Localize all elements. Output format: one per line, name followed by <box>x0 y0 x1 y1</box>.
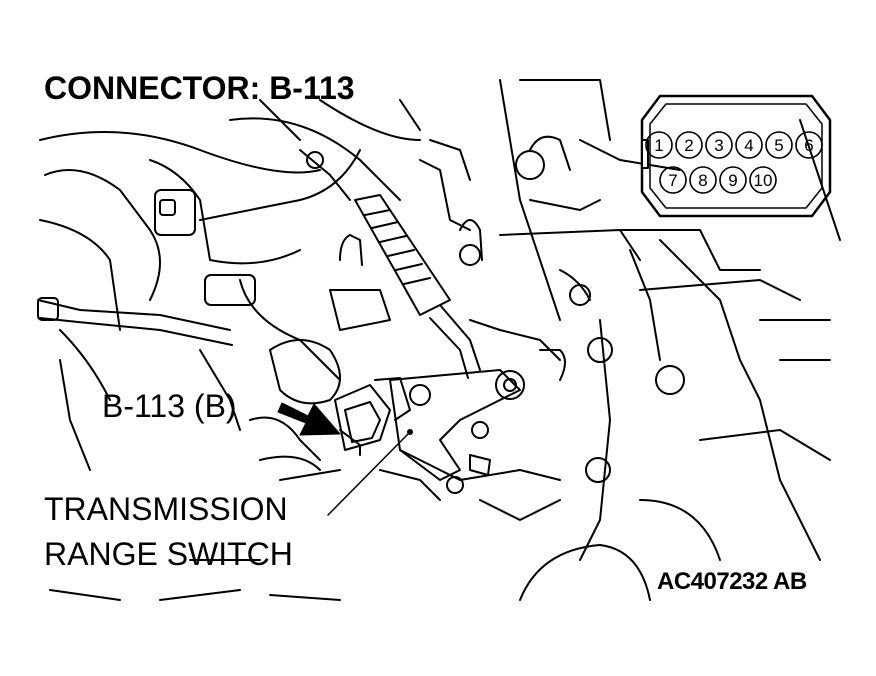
connector-pin-row-top: 1 2 3 4 5 6 <box>645 131 823 159</box>
connector-callout-label: B-113 (B) <box>102 388 237 424</box>
connector-pin-circle <box>795 131 823 159</box>
connector-pin-row-bottom: 7 8 9 10 <box>659 166 777 194</box>
figure-code: AC407232 AB <box>657 568 807 595</box>
connector-pin-circle <box>675 131 703 159</box>
connector-pin-number: 9 <box>728 171 737 190</box>
connector-pin-number: 5 <box>774 136 783 155</box>
connector-pin-number: 7 <box>668 171 677 190</box>
connector-pin-circle <box>659 166 687 194</box>
connector-pin-number: 10 <box>754 171 773 190</box>
range-switch-label-line2: RANGE SWITCH <box>44 536 293 572</box>
connector-pin-circle <box>645 131 673 159</box>
connector-pin-number: 2 <box>684 136 693 155</box>
connector-pin-circle <box>735 131 763 159</box>
connector-pin-number: 8 <box>698 171 707 190</box>
range-switch-lever <box>389 369 525 494</box>
connector-pin-number: 1 <box>654 136 663 155</box>
connector-b113-body <box>334 377 411 456</box>
connector-pin-circle <box>705 131 733 159</box>
leader-line <box>327 431 411 516</box>
connector-pin-circle <box>765 131 793 159</box>
connector-pin-circle <box>689 166 717 194</box>
connector-pin-circle <box>719 166 747 194</box>
shift-cable-boot <box>354 194 481 379</box>
connector-title: CONNECTOR: B-113 <box>44 70 355 106</box>
connector-pin-number: 4 <box>744 136 753 155</box>
engine-linework <box>37 79 841 601</box>
leader-dot <box>407 429 413 435</box>
connector-pin-number: 3 <box>714 136 723 155</box>
callout-arrow <box>277 402 341 436</box>
range-switch-label-line1: TRANSMISSION <box>44 491 288 527</box>
connector-face-diagram: 1 2 3 4 5 6 7 8 9 10 <box>640 94 832 218</box>
connector-pin-circle <box>749 166 777 194</box>
connector-pin-number: 6 <box>804 136 813 155</box>
